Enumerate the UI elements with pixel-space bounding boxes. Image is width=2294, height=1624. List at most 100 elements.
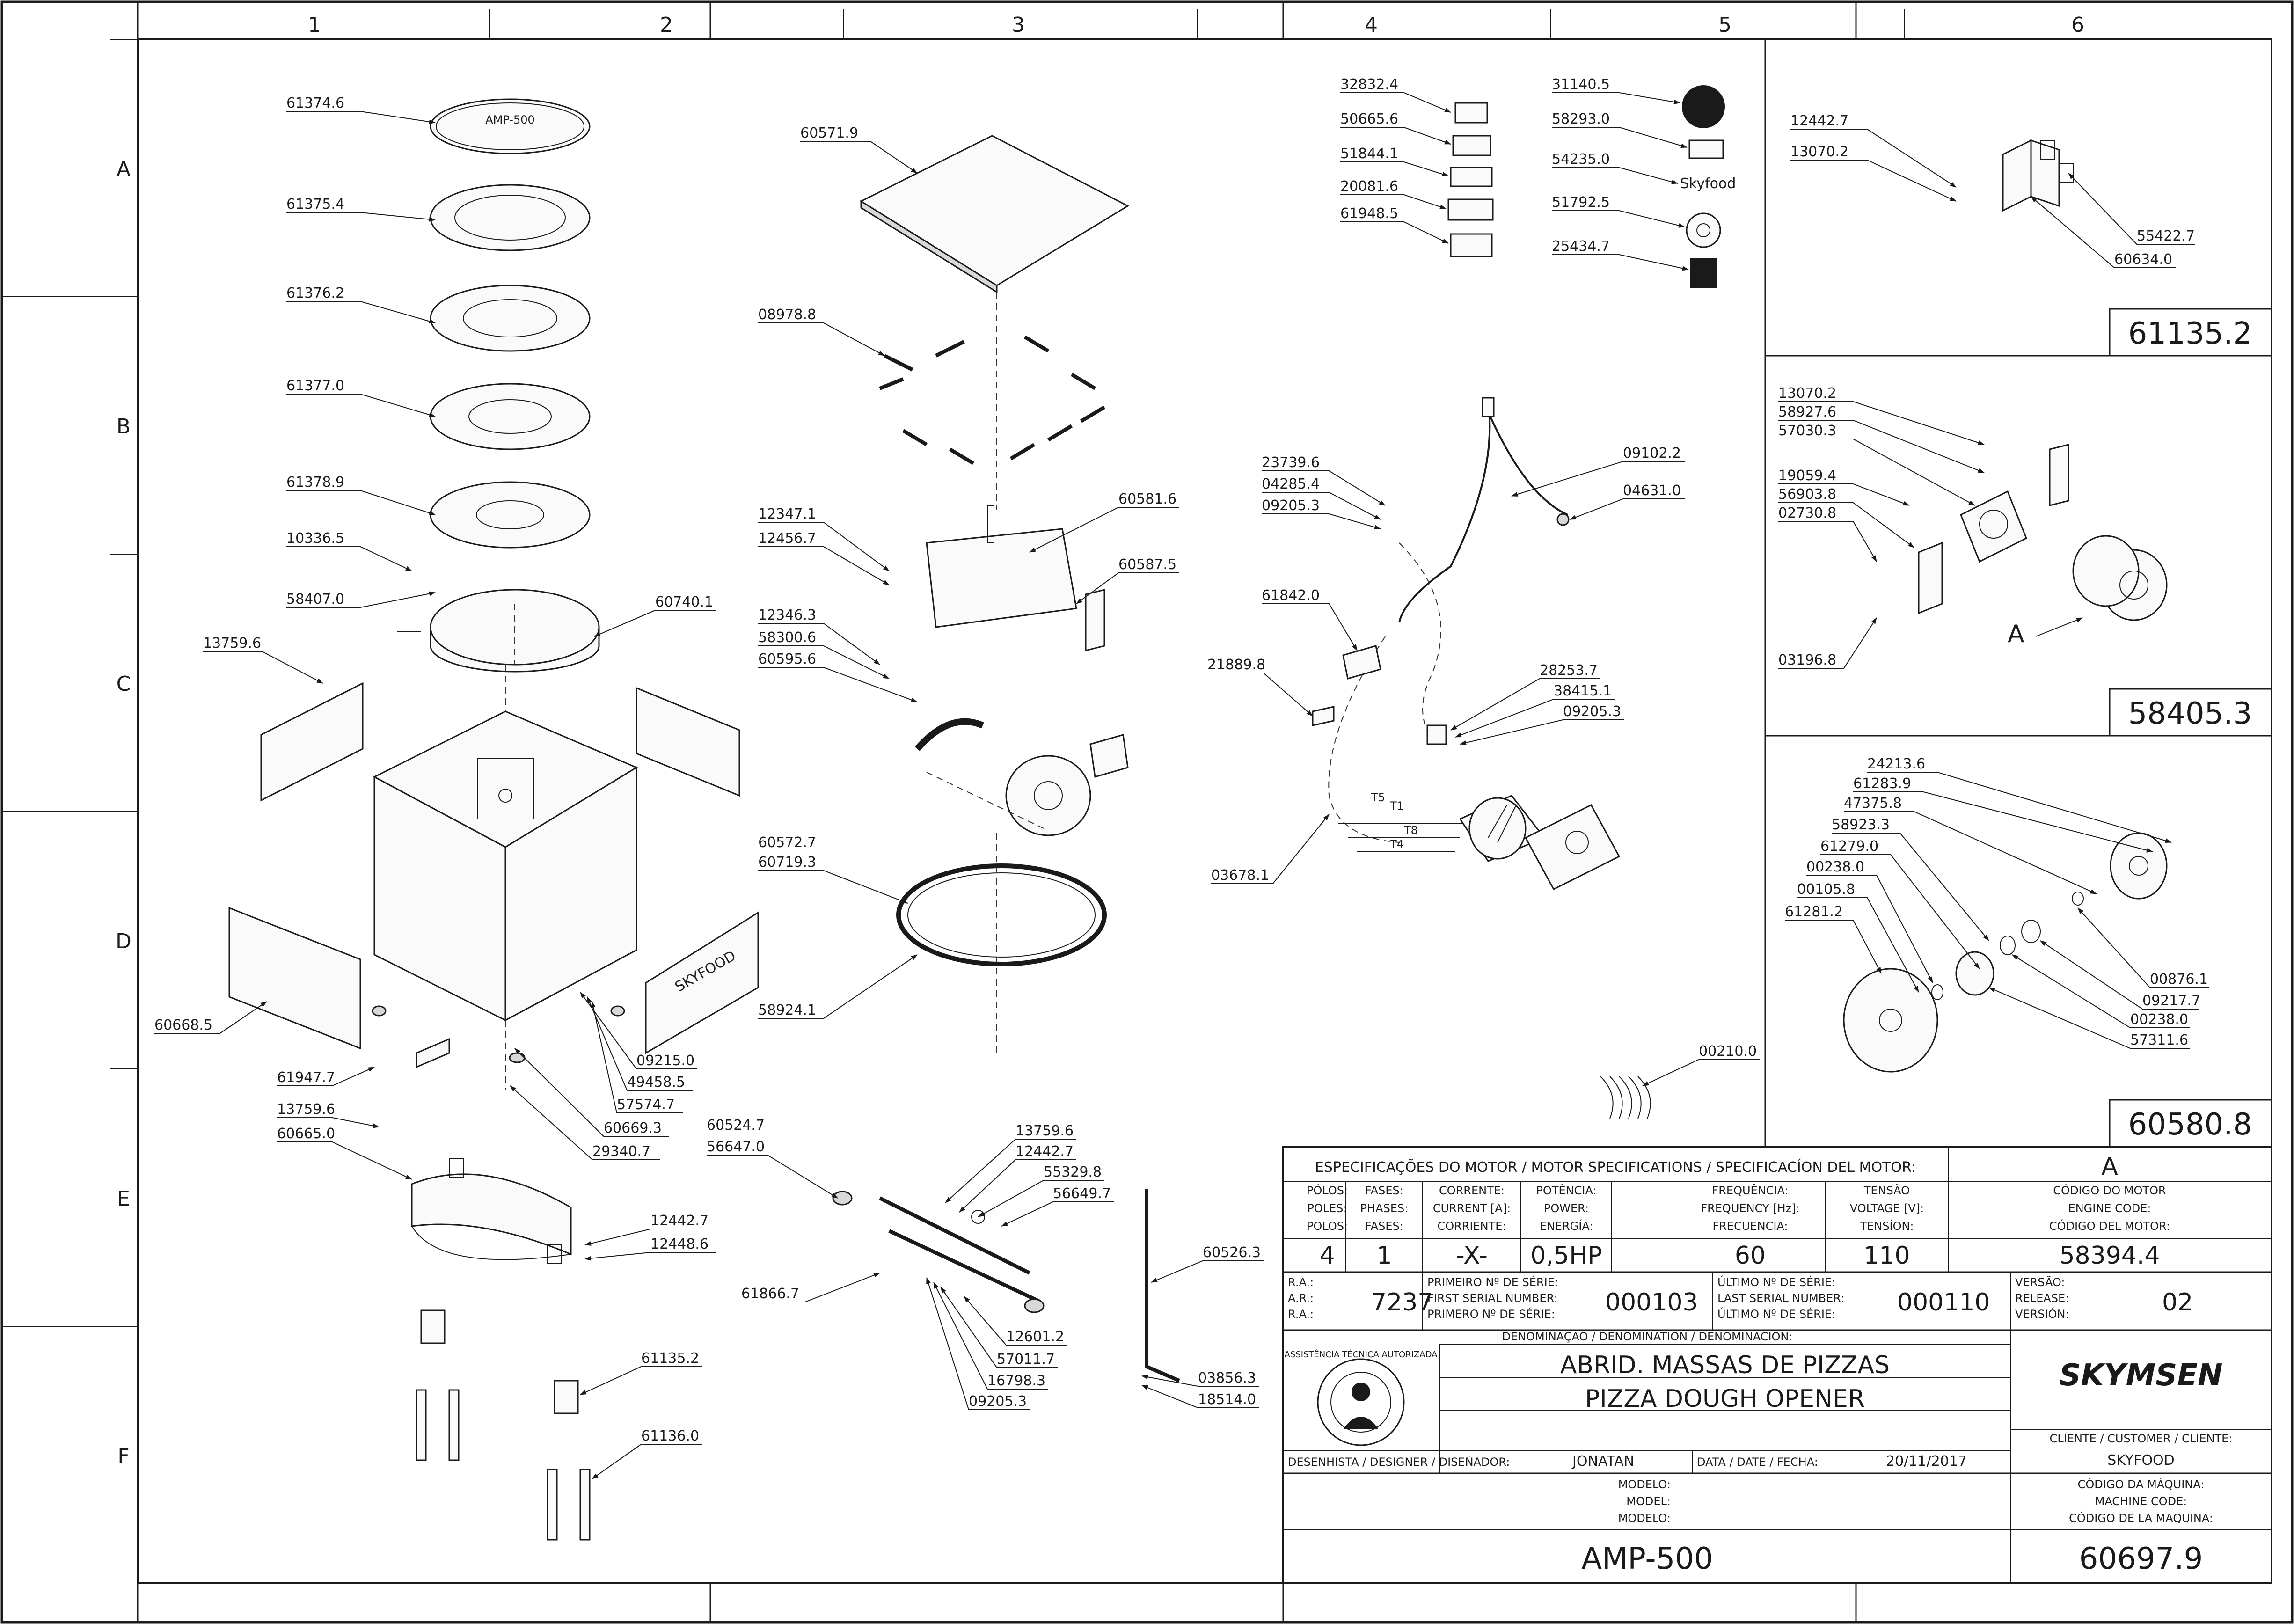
motor-assembly-callouts: 13070.2 58927.6 57030.3 19059.4 56903.8 … (1778, 385, 1985, 669)
callout-58407-0: 58407.0 (286, 591, 344, 607)
rotating-plate (397, 589, 600, 673)
machine-code-value: 60697.9 (2079, 1542, 2203, 1576)
callout-51844-1: 51844.1 (1340, 146, 1398, 162)
motor-ref-A: A (2008, 620, 2024, 648)
callout-54235-0: 54235.0 (1552, 151, 1610, 168)
callout-12442-7-b: 12442.7 (1015, 1143, 1074, 1160)
callout-13759-6-b: 13759.6 (277, 1101, 335, 1118)
callout-00876-1: 00876.1 (2150, 971, 2208, 988)
callout-00105-8: 00105.8 (1797, 881, 1855, 898)
current-h-1: CURRENT [A]: (1433, 1202, 1511, 1215)
grid-col-5: 5 (1718, 13, 1731, 37)
callout-16798-3: 16798.3 (987, 1373, 1045, 1389)
callout-31140-5: 31140.5 (1552, 76, 1610, 93)
callout-56903-8: 56903.8 (1778, 486, 1836, 503)
voltage-h-0: TENSÃO (1863, 1183, 1910, 1197)
band-bracket (411, 1158, 572, 1264)
callout-04285-4: 04285.4 (1262, 476, 1320, 492)
voltage-value: 110 (1863, 1242, 1910, 1270)
callout-61135-2-a: 61135.2 (641, 1350, 699, 1367)
callout-50665-6: 50665.6 (1340, 111, 1398, 127)
grid-col-6: 6 (2071, 13, 2084, 37)
callout-58924-1: 58924.1 (758, 1002, 816, 1018)
wire-T8: T8 (1403, 824, 1418, 837)
callout-55422-7: 55422.7 (2137, 228, 2195, 244)
callout-60572-7: 60572.7 (758, 834, 816, 851)
grid-row-D: D (116, 929, 132, 953)
pizza-discs: AMP-500 (430, 98, 591, 549)
date-header: DATA / DATE / FECHA: (1697, 1456, 1818, 1469)
callout-57574-7: 57574.7 (617, 1097, 675, 1113)
callout-09217-7: 09217.7 (2142, 993, 2200, 1009)
callout-00238-0-b: 00238.0 (2130, 1011, 2188, 1028)
freq-h-2: FRECUENCIA: (1712, 1220, 1788, 1233)
callout-61375-4: 61375.4 (286, 196, 344, 212)
grid-row-C: C (117, 672, 131, 696)
callout-49458-5: 49458.5 (627, 1074, 685, 1090)
hinge-parts (416, 1309, 591, 1541)
callout-61378-9: 61378.9 (286, 474, 344, 490)
callout-57030-3: 57030.3 (1778, 423, 1836, 439)
seal-text: ASSISTÊNCIA TÉCNICA AUTORIZADA (1285, 1349, 1438, 1360)
callout-21889-8: 21889.8 (1207, 657, 1265, 673)
callout-18514-0: 18514.0 (1198, 1391, 1256, 1408)
callout-57011-7: 57011.7 (997, 1351, 1055, 1368)
callout-09205-3-b: 09205.3 (1262, 497, 1320, 514)
poles-h-1: POLES: (1307, 1202, 1347, 1215)
model-h-1: MODEL: (1626, 1495, 1671, 1508)
current-h-0: CORRENTE: (1439, 1184, 1505, 1197)
callout-25434-7: 25434.7 (1552, 238, 1610, 255)
callout-60526-3: 60526.3 (1203, 1244, 1261, 1261)
engine-code-h-0: CÓDIGO DO MOTOR (2053, 1183, 2166, 1197)
power-h-2: ENERGÍA: (1540, 1219, 1593, 1233)
callout-10336-5: 10336.5 (286, 530, 344, 547)
callout-61842-0: 61842.0 (1262, 587, 1320, 604)
hinge-assembly-detail (2002, 139, 2074, 212)
callout-61947-7: 61947.7 (277, 1069, 335, 1086)
callout-00238-0-a: 00238.0 (1806, 859, 1864, 875)
ra-h-1: A.R.: (1288, 1292, 1314, 1305)
callout-12347-1: 12347.1 (758, 506, 816, 522)
callout-60719-3: 60719.3 (758, 854, 816, 871)
callout-28253-7: 28253.7 (1540, 662, 1598, 679)
callout-58923-3: 58923.3 (1832, 817, 1890, 833)
model-value: AMP-500 (1581, 1542, 1713, 1576)
grid-col-3: 3 (1012, 13, 1025, 37)
callout-19059-4: 19059.4 (1778, 468, 1836, 484)
callout-60634-0: 60634.0 (2114, 251, 2172, 268)
callout-00210-0: 00210.0 (1699, 1043, 1757, 1060)
callout-61281-2: 61281.2 (1785, 904, 1843, 920)
designer-value: JONATAN (1571, 1453, 1634, 1470)
ra-h-0: R.A.: (1288, 1276, 1314, 1289)
poles-h-0: PÓLOS: (1307, 1183, 1348, 1197)
top-plate (859, 135, 1130, 510)
drive-gear (914, 718, 1129, 836)
callout-60668-5: 60668.5 (154, 1017, 212, 1033)
callout-09205-3-a: 09205.3 (969, 1393, 1027, 1410)
model-h-2: MODELO: (1618, 1512, 1671, 1525)
callout-60665-0: 60665.0 (277, 1126, 335, 1142)
callout-61866-7: 61866.7 (741, 1286, 799, 1302)
callout-24213-6: 24213.6 (1867, 756, 1925, 772)
grid-row-A: A (117, 157, 131, 181)
callout-20081-6: 20081.6 (1340, 178, 1398, 195)
date-value: 20/11/2017 (1886, 1453, 1967, 1470)
last-serial-h-1: LAST SERIAL NUMBER: (1717, 1292, 1844, 1305)
callout-23739-6: 23739.6 (1262, 454, 1320, 471)
callout-60524-7: 60524.7 (707, 1117, 765, 1134)
callout-61377-0: 61377.0 (286, 378, 344, 394)
stickers: Skyfood (1447, 85, 1736, 288)
customer-value: SKYFOOD (2107, 1452, 2175, 1469)
freq-value: 60 (1735, 1242, 1766, 1270)
lever-mechanism (832, 1189, 1180, 1383)
callout-04631-0: 04631.0 (1623, 483, 1681, 499)
callout-32832-4: 32832.4 (1340, 76, 1398, 93)
last-serial-h-2: ÚLTIMO Nº DE SÉRIE: (1717, 1307, 1835, 1321)
callout-56649-7: 56649.7 (1053, 1185, 1111, 1202)
poles-value: 4 (1319, 1242, 1335, 1270)
callout-09102-2: 09102.2 (1623, 445, 1681, 461)
callout-60740-1: 60740.1 (655, 594, 713, 610)
authorized-service-seal: ASSISTÊNCIA TÉCNICA AUTORIZADA (1285, 1349, 1438, 1446)
motor-gearbox (1459, 795, 1621, 890)
